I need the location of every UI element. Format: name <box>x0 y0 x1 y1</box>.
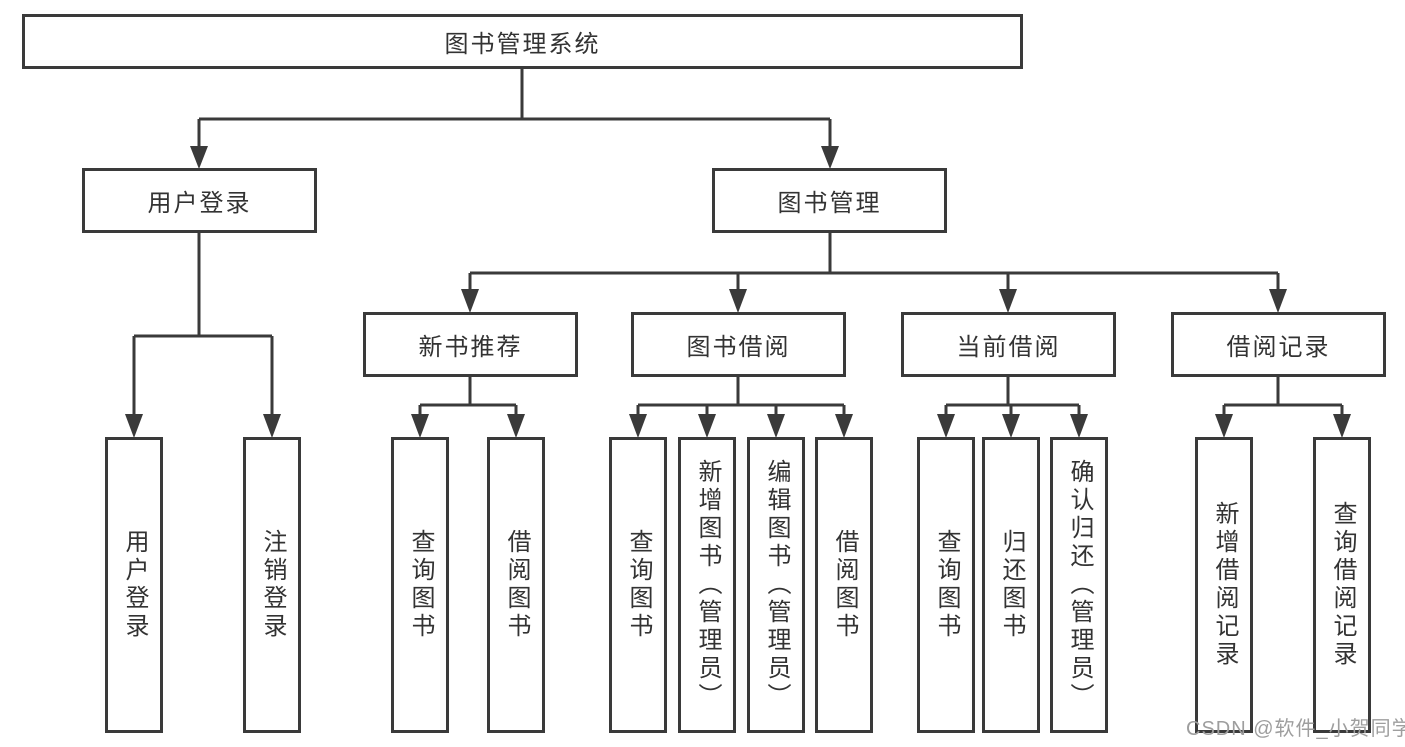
node-return-books: 归还图书 <box>982 437 1040 733</box>
csdn-watermark: CSDN @软件_小贺同学 <box>1186 718 1405 740</box>
node-borrowing-records: 借阅记录 <box>1171 312 1386 377</box>
node-recommend-query-books: 查询图书 <box>391 437 449 733</box>
node-book-management: 图书管理 <box>712 168 947 233</box>
node-recommend-borrow-books: 借阅图书 <box>487 437 545 733</box>
node-current-borrowing: 当前借阅 <box>901 312 1116 377</box>
node-new-book-recommendation: 新书推荐 <box>363 312 578 377</box>
node-query-borrow-record: 查询借阅记录 <box>1313 437 1371 733</box>
node-book-borrowing: 图书借阅 <box>631 312 846 377</box>
node-current-query-books: 查询图书 <box>917 437 975 733</box>
node-borrowing-borrow-books: 借阅图书 <box>815 437 873 733</box>
node-edit-books-admin: 编辑图书（管理员） <box>747 437 805 733</box>
node-user-login: 用户登录 <box>105 437 163 733</box>
node-add-borrow-record: 新增借阅记录 <box>1195 437 1253 733</box>
node-borrowing-query-books: 查询图书 <box>609 437 667 733</box>
node-logout-login: 注销登录 <box>243 437 301 733</box>
node-confirm-return-admin: 确认归还（管理员） <box>1050 437 1108 733</box>
node-library-management-system: 图书管理系统 <box>22 14 1023 69</box>
node-user-login-branch: 用户登录 <box>82 168 317 233</box>
node-add-books-admin: 新增图书（管理员） <box>678 437 736 733</box>
